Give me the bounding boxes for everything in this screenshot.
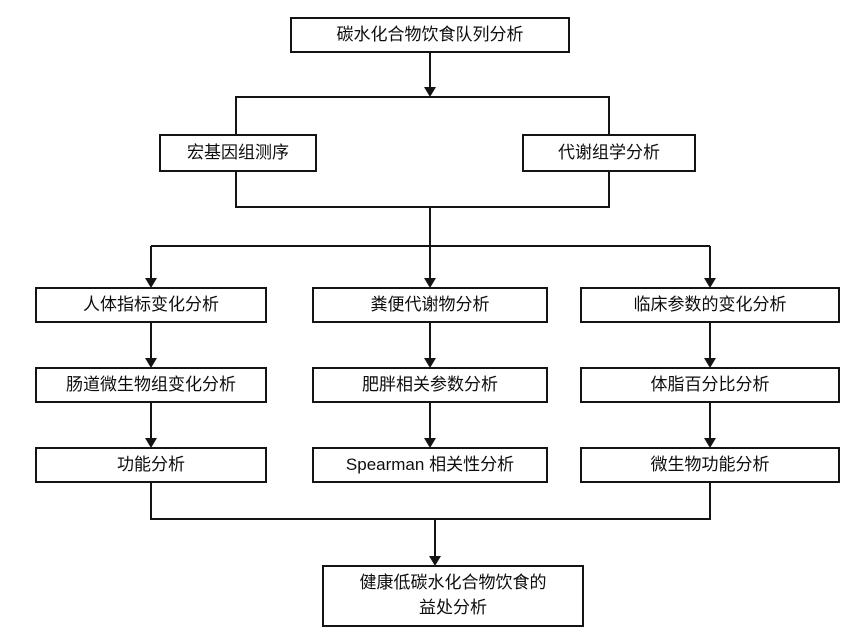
node-clinical-label: 临床参数的变化分析 bbox=[633, 294, 787, 314]
arrowhead bbox=[424, 87, 436, 97]
node-benefits-label-line2: 益处分析 bbox=[419, 598, 487, 617]
node-obesity-label: 肥胖相关参数分析 bbox=[362, 374, 498, 394]
arrowhead bbox=[145, 358, 157, 368]
node-spearman-label: Spearman 相关性分析 bbox=[345, 454, 515, 474]
node-metagenomic-sequencing: 宏基因组测序 bbox=[159, 134, 317, 172]
node-metabolomics-label: 代谢组学分析 bbox=[558, 142, 660, 162]
arrowhead bbox=[704, 278, 716, 288]
node-gut-label: 肠道微生物组变化分析 bbox=[66, 374, 236, 394]
node-fecal-metabolite-analysis: 粪便代谢物分析 bbox=[312, 287, 548, 323]
node-low-carb-benefits-analysis: 健康低碳水化合物饮食的 益处分析 bbox=[322, 565, 584, 627]
node-functional-analysis: 功能分析 bbox=[35, 447, 267, 483]
arrowhead bbox=[704, 358, 716, 368]
node-microbial-label: 微生物功能分析 bbox=[650, 454, 770, 474]
arrowhead bbox=[424, 358, 436, 368]
arrowhead bbox=[424, 438, 436, 448]
node-obesity-parameter-analysis: 肥胖相关参数分析 bbox=[312, 367, 548, 403]
node-metagenomics-label: 宏基因组测序 bbox=[187, 142, 289, 162]
arrowhead bbox=[704, 438, 716, 448]
arrowhead bbox=[145, 438, 157, 448]
edge-merge-row2 bbox=[235, 172, 610, 208]
node-body-fat-percentage-analysis: 体脂百分比分析 bbox=[580, 367, 840, 403]
node-functional-label: 功能分析 bbox=[117, 454, 185, 474]
node-gut-microbiome-change-analysis: 肠道微生物组变化分析 bbox=[35, 367, 267, 403]
node-benefits-label-line1: 健康低碳水化合物饮食的 bbox=[359, 573, 547, 593]
node-body-index-change-analysis: 人体指标变化分析 bbox=[35, 287, 267, 323]
node-body-index-label: 人体指标变化分析 bbox=[83, 294, 219, 314]
node-bodyfat-label: 体脂百分比分析 bbox=[650, 374, 770, 394]
node-metabolomics-analysis: 代谢组学分析 bbox=[522, 134, 696, 172]
node-microbial-function-analysis: 微生物功能分析 bbox=[580, 447, 840, 483]
edge-split-row2 bbox=[235, 96, 610, 134]
node-clinical-parameter-change-analysis: 临床参数的变化分析 bbox=[580, 287, 840, 323]
arrowhead bbox=[145, 278, 157, 288]
node-cohort-label: 碳水化合物饮食队列分析 bbox=[336, 24, 524, 44]
edge-merge-bottom bbox=[150, 483, 711, 520]
node-spearman-correlation-analysis: Spearman 相关性分析 bbox=[312, 447, 548, 483]
arrowhead bbox=[424, 278, 436, 288]
node-fecal-label: 粪便代谢物分析 bbox=[370, 294, 490, 314]
node-cohort-analysis: 碳水化合物饮食队列分析 bbox=[290, 17, 570, 53]
arrowhead bbox=[429, 556, 441, 566]
